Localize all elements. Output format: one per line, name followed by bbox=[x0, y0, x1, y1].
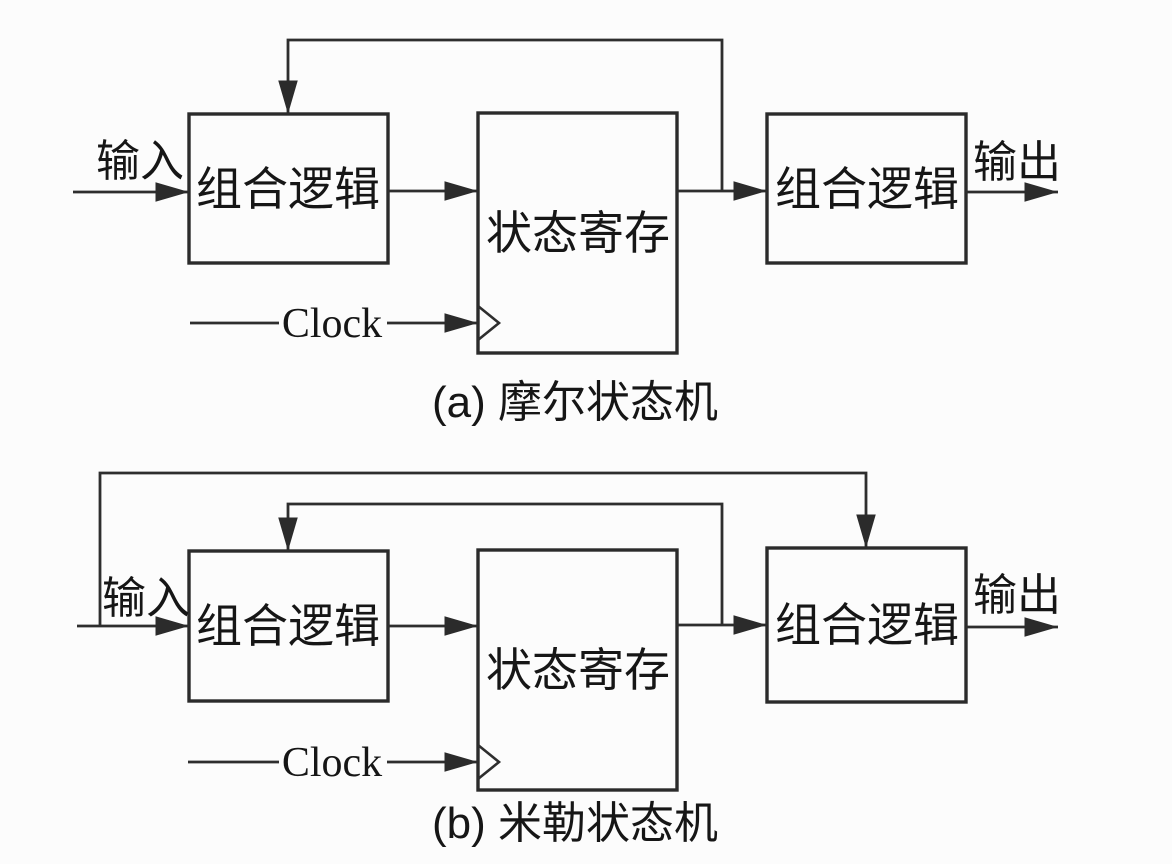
a-state-feedback-wire bbox=[278, 38, 724, 191]
diagram-a-moore: 输入 组合逻辑 状态寄存 组合逻辑 输出 Clock (a) 摩尔状态机 bbox=[73, 38, 1061, 427]
a-clock-edge-chevron-icon bbox=[477, 304, 502, 342]
b-output-logic-label: 组合逻辑 bbox=[775, 599, 959, 651]
b-state-feedback-wire bbox=[278, 502, 724, 625]
a-output-logic-label: 组合逻辑 bbox=[775, 163, 959, 215]
b-input-feedforward-wire bbox=[98, 471, 876, 626]
a-input-logic-block bbox=[187, 112, 390, 265]
a-state-register-block bbox=[476, 111, 679, 355]
b-caption: (b) 米勒状态机 bbox=[432, 799, 718, 848]
diagram-b-mealy: 输入 组合逻辑 状态寄存 组合逻辑 输出 Clock (b) 米勒状态机 bbox=[77, 471, 1061, 848]
a-input-logic-label: 组合逻辑 bbox=[196, 163, 380, 215]
a-output-logic-block bbox=[765, 112, 968, 265]
b-clock-edge-chevron-icon bbox=[477, 743, 502, 781]
b-clock-label: Clock bbox=[282, 740, 382, 786]
b-state-register-block bbox=[476, 548, 679, 792]
a-state-register-label: 状态寄存 bbox=[486, 207, 670, 259]
b-output-label: 输出 bbox=[973, 571, 1061, 620]
b-state-register-label: 状态寄存 bbox=[486, 644, 670, 696]
a-output-label: 输出 bbox=[973, 138, 1061, 187]
b-input-label: 输入 bbox=[102, 574, 190, 623]
a-clock-label: Clock bbox=[282, 301, 382, 347]
b-input-logic-label: 组合逻辑 bbox=[196, 600, 380, 652]
a-caption: (a) 摩尔状态机 bbox=[432, 378, 718, 427]
a-input-label: 输入 bbox=[96, 137, 184, 186]
